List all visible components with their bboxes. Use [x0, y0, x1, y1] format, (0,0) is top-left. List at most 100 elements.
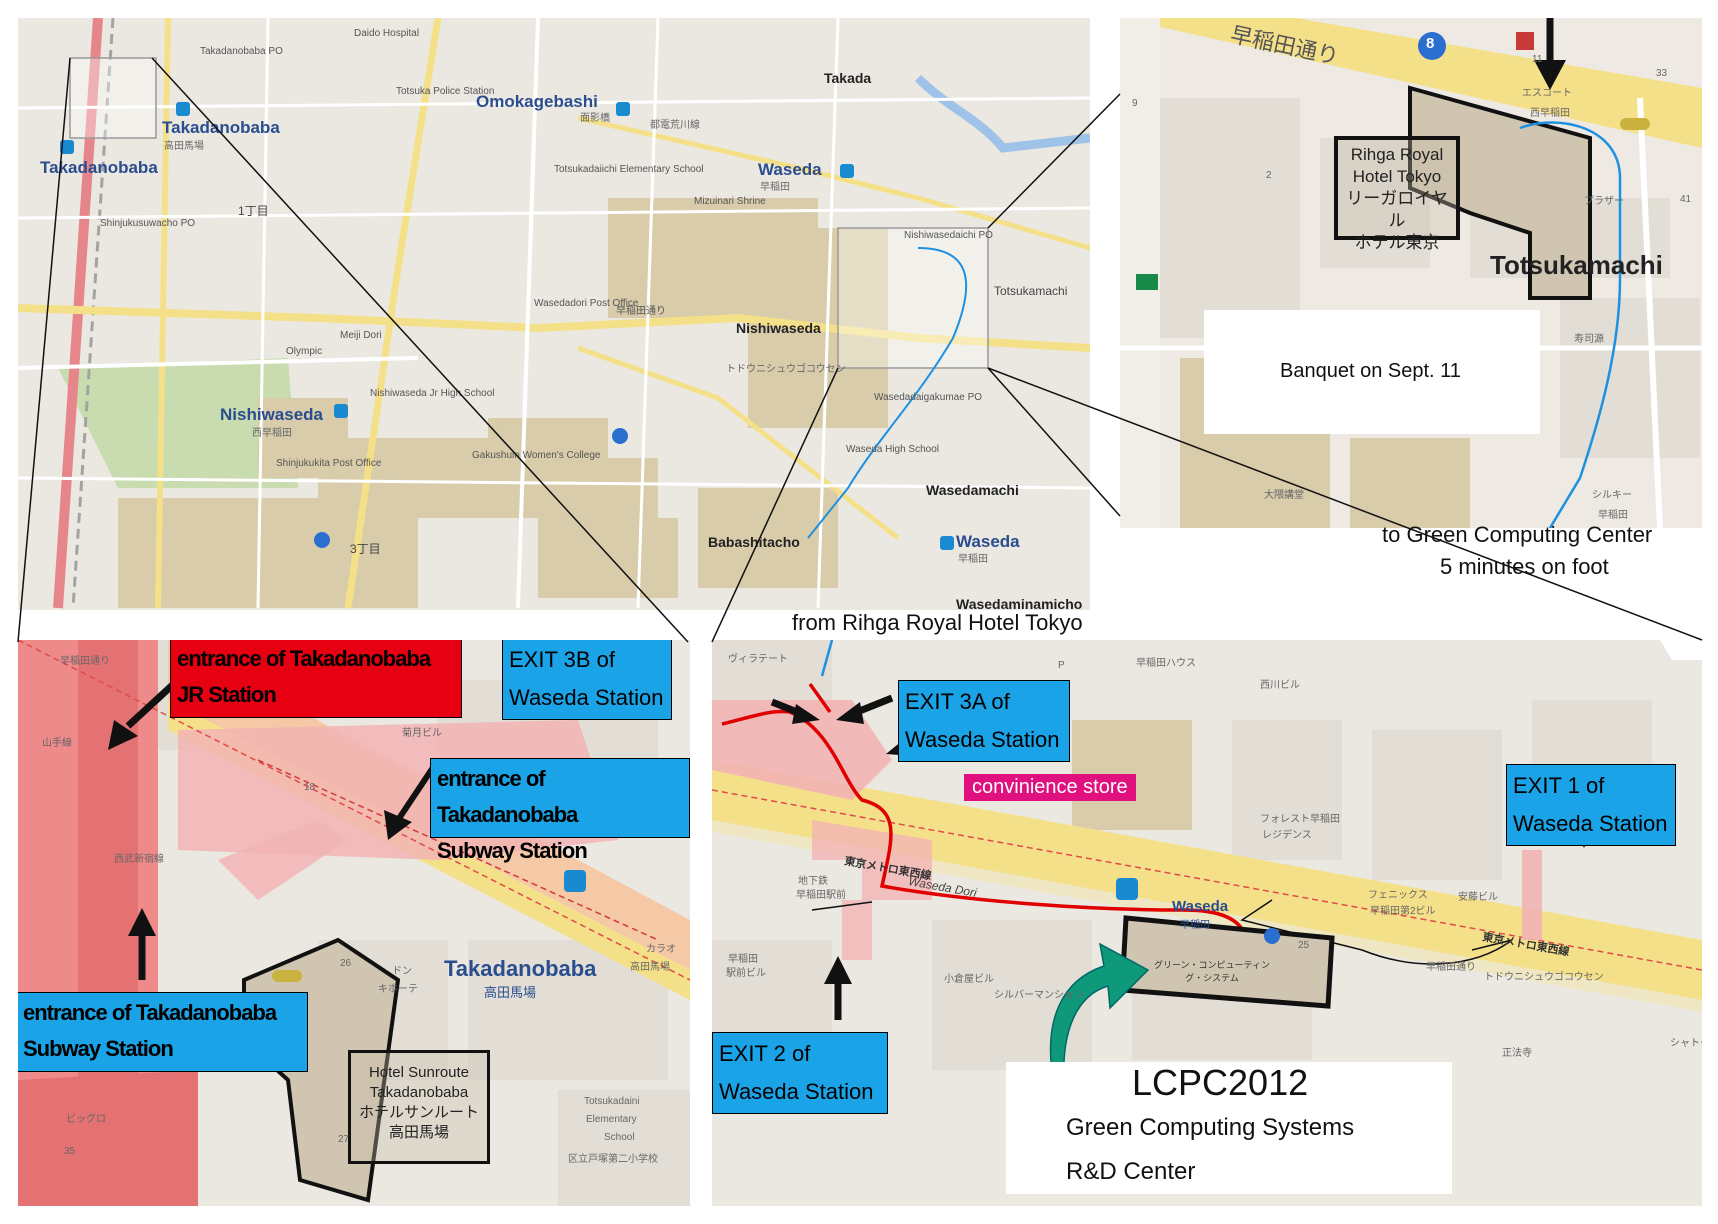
map-label: Totsukamachi — [994, 284, 1068, 298]
map-label: Wasedamachi — [926, 482, 1019, 498]
map-label: 山手線 — [42, 738, 72, 749]
map-label: ビッグロ — [66, 1114, 106, 1125]
callout-line: Waseda Station — [509, 685, 664, 710]
hotel-arrow-head — [1534, 60, 1566, 90]
map-label: Totsukadaini — [584, 1096, 640, 1107]
tozai-line — [712, 789, 1702, 971]
map-label: 西早稲田 — [252, 428, 292, 439]
callout-line: Waseda Station — [905, 727, 1060, 752]
blue-route-arrival — [820, 640, 834, 677]
callout-line: EXIT 2 of — [719, 1041, 811, 1066]
hotel-footprint — [1408, 85, 1592, 300]
map-label: Meiji Dori — [340, 330, 382, 341]
campus-block — [1350, 438, 1470, 528]
green-arrow-icon — [1049, 942, 1150, 1086]
map-label: Takadanobaba — [40, 158, 158, 177]
map-label: 11 — [1532, 54, 1543, 65]
map-label: Mizuinari Shrine — [694, 196, 766, 207]
map-label: 41 — [1680, 194, 1692, 205]
hotel-name-box: Rihga Royal Hotel Tokyo リーガロイヤル ホテル東京 — [1334, 136, 1460, 252]
map-label: 高田馬場 — [164, 141, 204, 152]
map-label: Wasedaminamicho — [956, 596, 1083, 610]
route-shield — [1264, 928, 1280, 944]
map-label: プラザー — [1584, 196, 1624, 207]
waseda-detail-map[interactable]: EXIT 3A of Waseda Station convinience st… — [712, 640, 1702, 1206]
subway-station-marker — [616, 102, 630, 116]
map-label: 高田馬場 — [630, 962, 670, 973]
arrow-to-jr — [125, 677, 181, 729]
banquet-box: Banquet on Sept. 11 — [1204, 310, 1540, 434]
map-label: シルバーマンション — [994, 990, 1084, 1001]
hotel-name-line: リーガロイヤル — [1346, 189, 1448, 230]
map-label: 安藤ビル — [1458, 892, 1498, 903]
callout-line: JR Station — [177, 682, 277, 707]
map-label: P — [1058, 660, 1065, 671]
hotel-sunroute-box: Hotel Sunroute Takadanobaba ホテルサンルート 高田馬… — [348, 1050, 490, 1164]
map-label: レジデンス — [1262, 830, 1312, 841]
subway-station-marker — [840, 164, 854, 178]
building-label: グリーン・コンピューティング・システム — [1153, 960, 1270, 983]
map-label: 早稲田通り — [60, 656, 110, 667]
map-corner — [1660, 640, 1702, 660]
hotel-name-line: Takadanobaba — [369, 1084, 469, 1101]
subway-station-marker — [940, 536, 954, 550]
inset-box-takadanobaba — [69, 57, 157, 139]
map-label: 早稲田 — [760, 182, 790, 193]
exit-3a-callout: EXIT 3A of Waseda Station — [898, 680, 1070, 762]
subway-line — [257, 759, 659, 941]
map-label: 26 — [340, 958, 352, 969]
strip — [1120, 18, 1160, 528]
big-box-building — [18, 1070, 198, 1206]
map-label: エスコート — [1522, 88, 1572, 99]
subway-station-marker — [1116, 878, 1138, 900]
center-info-box: LCPC2012 Green Computing Systems R&D Cen… — [1006, 1062, 1452, 1194]
map-label: Totsukadaiichi Elementary School — [554, 164, 704, 175]
map-label: 18 — [304, 782, 316, 793]
map-label: 25 — [1298, 940, 1310, 951]
map-label: Elementary — [586, 1114, 637, 1125]
callout-line: EXIT 3A of — [905, 689, 1010, 714]
takadanobaba-detail-map[interactable]: entrance of Takadanobaba JR Station EXIT… — [18, 640, 690, 1206]
bus-stop-icon — [1136, 274, 1158, 290]
arrow-head — [824, 956, 852, 984]
arrow-head — [108, 720, 138, 750]
map-label: Waseda High School — [846, 444, 940, 455]
subway-entrance-lower-callout: entrance of Takadanobaba Subway Station — [18, 992, 308, 1072]
map-label: 33 — [1656, 68, 1668, 79]
station-label: Waseda — [1172, 898, 1229, 915]
map-label: トドウニシュウゴコウセン — [726, 364, 846, 375]
map-label: 面影橋 — [580, 113, 610, 124]
route-8-marker — [1418, 32, 1446, 60]
building — [1140, 98, 1300, 338]
building — [1560, 298, 1700, 458]
map-label: Wasedadaigakumae PO — [874, 392, 983, 403]
map-label: 小倉屋ビル — [944, 974, 994, 985]
building — [1232, 720, 1342, 860]
map-label: Nishiwaseda — [736, 320, 821, 336]
map-label: 早稲田第2ビル — [1370, 906, 1436, 917]
traffic-signal-icon — [1620, 118, 1650, 130]
black-route — [1240, 899, 1513, 965]
station-label: Takadanobaba — [444, 956, 597, 981]
map-label: キホーテ — [378, 984, 418, 995]
subway-station-marker — [176, 102, 190, 116]
hotel-name-line: ホテル東京 — [1354, 233, 1440, 252]
hotel-name-line: Hotel Tokyo — [1352, 167, 1442, 186]
subway-station-marker — [564, 870, 586, 892]
hotel-inset-map[interactable]: 8 早稲田通り Rihga Royal Hotel Tokyo リーガロイヤル … — [1120, 18, 1702, 528]
road-edge — [712, 820, 1702, 1012]
route-8-label: 8 — [1426, 35, 1435, 52]
map-label: 早稲田通り — [1426, 962, 1476, 973]
campus-block — [538, 518, 678, 598]
route-shield — [612, 428, 628, 444]
map-label: 1丁目 — [238, 204, 269, 218]
map-label: Olympic — [286, 346, 323, 357]
map-label: Shinjukukita Post Office — [276, 458, 382, 469]
center-line-1: Green Computing Systems — [1066, 1114, 1355, 1141]
map-label: Shinjukusuwacho PO — [100, 218, 196, 229]
exit-3b-callout: EXIT 3B of Waseda Station — [502, 640, 672, 720]
map-label: 2 — [1266, 170, 1272, 181]
map-label: Nishiwasedaichi PO — [904, 230, 993, 241]
map-label: Daido Hospital — [354, 28, 420, 39]
